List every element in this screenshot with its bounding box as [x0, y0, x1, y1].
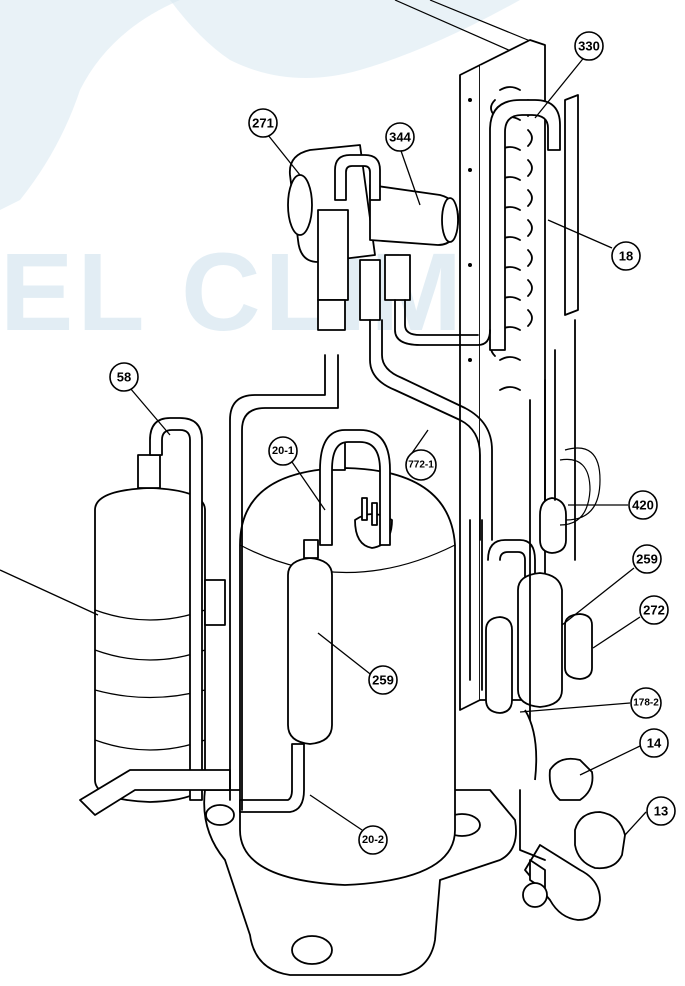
watermark-text: EL CLIMA [0, 231, 549, 354]
callout-label: 259 [636, 552, 658, 567]
callout-14: 14 [639, 728, 669, 758]
callout-label: 420 [632, 498, 654, 513]
base-hole [205, 804, 235, 826]
muffler-259-right [517, 572, 563, 708]
callout-330: 330 [574, 31, 604, 61]
u-pipe-330 [489, 99, 561, 351]
service-valve-14 [548, 757, 594, 801]
discharge-tube-20-2 [239, 743, 305, 813]
callout-label: 271 [252, 116, 274, 131]
muffler-259-left [287, 557, 333, 745]
callout-13: 13 [646, 796, 676, 826]
valve-coil-271 [288, 144, 376, 263]
callout-20-1: 20-1 [268, 436, 298, 466]
callout-178-2: 178-2 [630, 687, 662, 719]
reversing-valve [287, 144, 493, 541]
service-valve-13 [574, 811, 626, 870]
callout-271: 271 [248, 108, 278, 138]
accumulator [79, 417, 231, 816]
callout-label: 58 [117, 370, 131, 385]
callout-label: 18 [619, 249, 633, 264]
callout-label: 344 [389, 130, 411, 145]
callout-label: 20-2 [362, 834, 384, 846]
capillary-tube [564, 94, 579, 316]
callout-18: 18 [611, 241, 641, 271]
callout-259-right: 259 [632, 544, 662, 574]
callout-label: 259 [372, 673, 394, 688]
callout-label: 20-1 [272, 445, 294, 457]
watermark-logo-shape-2 [170, 0, 520, 78]
callout-259-left: 259 [368, 665, 398, 695]
callout-label: 272 [643, 603, 665, 618]
callout-label: 13 [654, 804, 668, 819]
callout-272: 272 [639, 595, 669, 625]
valve-272 [564, 613, 593, 680]
watermark: EL CLIMA [0, 0, 549, 354]
callout-420: 420 [628, 490, 658, 520]
callout-58: 58 [109, 362, 139, 392]
callout-label: 772-1 [408, 460, 434, 471]
callout-label: 330 [578, 39, 600, 54]
callout-344: 344 [385, 122, 415, 152]
suction-tube [319, 429, 391, 546]
base-hole [291, 935, 333, 965]
callout-772-1: 772-1 [405, 449, 437, 481]
service-valves [469, 319, 626, 921]
leader-lines [0, 54, 647, 836]
valve-420 [539, 497, 567, 554]
callout-20-2: 20-2 [358, 825, 388, 855]
callout-label: 14 [647, 736, 662, 751]
compressor [239, 439, 456, 886]
callout-label: 178-2 [633, 698, 659, 709]
watermark-logo-shape [0, 0, 180, 210]
